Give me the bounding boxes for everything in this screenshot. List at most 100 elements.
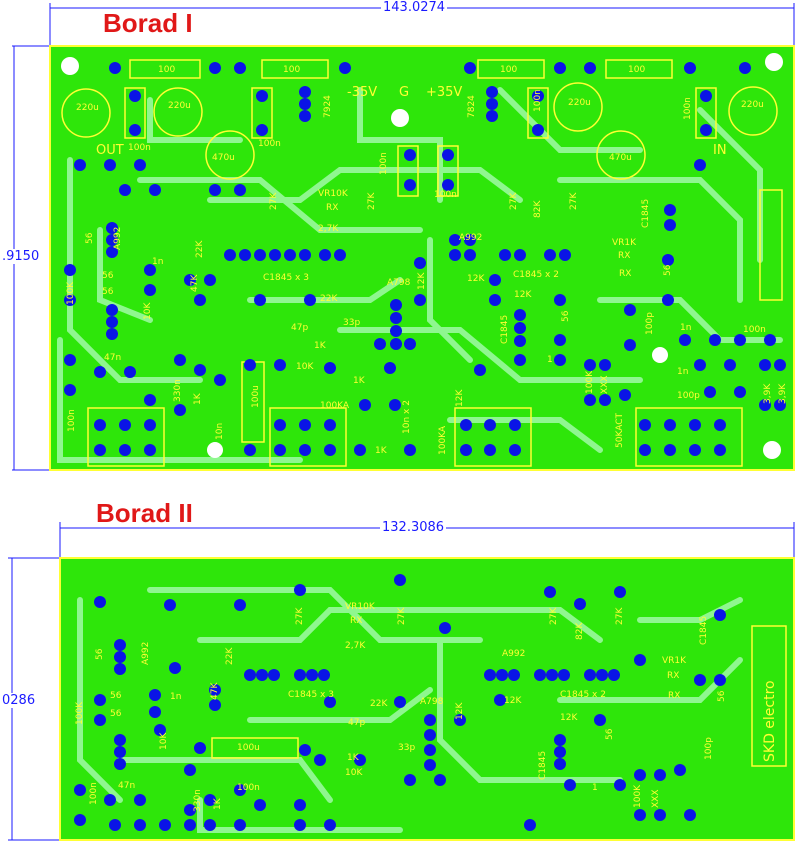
solder-pad: [114, 663, 126, 675]
solder-pad: [114, 639, 126, 651]
solder-pad: [514, 335, 526, 347]
component-label: 27K: [569, 192, 579, 210]
solder-pad: [234, 819, 246, 831]
component-label: 56: [110, 709, 122, 719]
solder-pad: [314, 754, 326, 766]
component-label: 27K: [367, 192, 377, 210]
solder-pad: [114, 746, 126, 758]
solder-pad: [464, 62, 476, 74]
solder-pad: [169, 662, 181, 674]
solder-pad: [74, 159, 86, 171]
component-label: RX: [667, 671, 679, 681]
solder-pad: [584, 669, 596, 681]
solder-pad: [209, 62, 221, 74]
component-label: 100: [500, 65, 517, 75]
component-label: C1845 x 3: [288, 690, 334, 700]
solder-pad: [404, 149, 416, 161]
solder-pad: [154, 724, 166, 736]
solder-pad: [174, 404, 186, 416]
solder-pad: [214, 374, 226, 386]
solder-pad: [124, 366, 136, 378]
solder-pad: [464, 249, 476, 261]
solder-pad: [489, 274, 501, 286]
component-label: 100K: [633, 784, 643, 808]
solder-pad: [404, 444, 416, 456]
solder-pad: [454, 714, 466, 726]
solder-pad: [294, 799, 306, 811]
component-label: 47K: [190, 274, 200, 292]
solder-pad: [389, 399, 401, 411]
component-label: 27K: [295, 607, 305, 625]
component-label: 100n: [379, 152, 389, 175]
component-label: 82K: [575, 622, 585, 640]
component-label: 33p: [343, 318, 360, 328]
component-label: 47p: [348, 718, 365, 728]
solder-pad: [714, 674, 726, 686]
solder-pad: [104, 159, 116, 171]
solder-pad: [319, 249, 331, 261]
solder-pad: [256, 669, 268, 681]
solder-pad: [714, 419, 726, 431]
board2-logo: SKD electro: [762, 680, 778, 762]
component-label: VR1K: [662, 656, 687, 666]
component-label: 10K: [159, 732, 169, 750]
component-label: 22K: [225, 647, 235, 665]
solder-pad: [374, 338, 386, 350]
solder-pad: [194, 294, 206, 306]
component-label: 1: [592, 783, 598, 793]
board1-title: Borad I: [103, 8, 193, 38]
component-label: 2,7K: [318, 224, 339, 234]
solder-pad: [114, 758, 126, 770]
solder-pad: [689, 444, 701, 456]
component-label: 10n x 2: [402, 400, 412, 434]
solder-pad: [274, 419, 286, 431]
component-label: A992: [113, 227, 123, 250]
solder-pad: [119, 184, 131, 196]
solder-pad: [654, 809, 666, 821]
solder-pad: [414, 257, 426, 269]
solder-pad: [359, 399, 371, 411]
solder-pad: [224, 249, 236, 261]
solder-pad: [508, 669, 520, 681]
solder-pad: [164, 599, 176, 611]
solder-pad: [404, 774, 416, 786]
component-label: 12K: [514, 290, 532, 300]
component-label: 12K: [560, 713, 578, 723]
solder-pad: [484, 669, 496, 681]
component-label: 100: [628, 65, 645, 75]
component-label: 220u: [168, 101, 191, 111]
component-label: 56: [561, 310, 571, 322]
board2-width-dim: 132.3086: [380, 520, 447, 535]
solder-pad: [134, 819, 146, 831]
component-label: 56: [605, 728, 615, 740]
component-label: A992: [502, 649, 525, 659]
solder-pad: [739, 62, 751, 74]
solder-pad: [546, 669, 558, 681]
component-label: 3,9K: [778, 383, 788, 404]
board1-in-label: IN: [713, 143, 727, 158]
board1-width-dim: 143.0274: [381, 0, 448, 15]
board1-reg-7824: 7824: [467, 95, 477, 118]
solder-pad: [390, 299, 402, 311]
component-label: 100K: [585, 370, 595, 394]
solder-pad: [764, 334, 776, 346]
component-label: A992: [459, 233, 482, 243]
component-label: 56: [102, 287, 114, 297]
solder-pad: [109, 62, 121, 74]
solder-pad: [390, 325, 402, 337]
component-label: 100n: [128, 143, 151, 153]
component-label: RX: [326, 203, 338, 213]
component-label: VR10K: [318, 189, 349, 199]
solder-pad: [460, 444, 472, 456]
solder-pad: [74, 784, 86, 796]
solder-pad: [299, 744, 311, 756]
solder-pad: [700, 90, 712, 102]
solder-pad: [524, 819, 536, 831]
component-label: A798: [420, 697, 444, 707]
component-label: 2,7K: [345, 641, 366, 651]
solder-pad: [594, 714, 606, 726]
solder-pad: [324, 362, 336, 374]
component-label: 12K: [467, 274, 485, 284]
solder-pad: [709, 334, 721, 346]
solder-pad: [299, 419, 311, 431]
